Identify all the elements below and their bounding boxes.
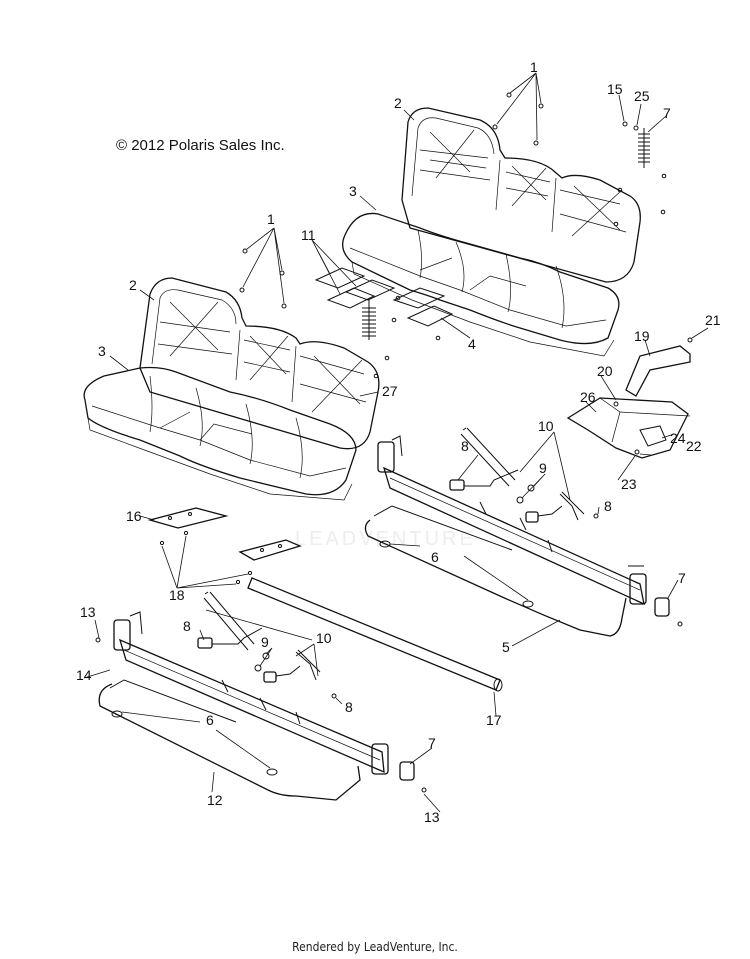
lower-seat-cushion [83,366,357,501]
velcro-pads-11 [311,239,454,327]
callout-8: 8 [345,699,353,715]
callout-1: 1 [267,211,275,227]
watermark: LEADVENTURE [295,528,476,550]
footer-credit: Rendered by LeadVenture, Inc. [292,940,458,954]
leader-3 [109,355,129,371]
callout-7: 7 [428,735,436,751]
lower-spring [362,300,376,340]
callout-10: 10 [316,630,332,646]
callout-24: 24 [670,430,686,446]
upper-seat-frame [364,435,647,637]
callout-14: 14 [76,667,92,683]
callout-13: 13 [424,809,440,825]
bracket-18-plate [159,530,302,589]
callout-12: 12 [207,792,223,808]
callout-7: 7 [663,105,671,121]
leader-14 [83,669,111,679]
belt-cover-22-26 [566,375,691,481]
callout-26: 26 [580,389,596,405]
callout-8: 8 [183,618,191,634]
callout-2: 2 [394,95,402,111]
callout-20: 20 [597,363,613,379]
callout-6: 6 [431,549,439,565]
loose-fasteners-upper [373,173,667,379]
callout-21: 21 [705,312,721,328]
callout-16: 16 [126,508,142,524]
leader-2 [139,289,155,301]
callout-25: 25 [634,88,650,104]
callout-3: 3 [349,183,357,199]
lower-seat-frame [94,611,441,813]
callout-27: 27 [382,383,398,399]
callout-18: 18 [169,587,185,603]
upper-seat-backrest [401,107,641,283]
callout-4: 4 [468,336,476,352]
upper-seat-cushion [342,212,620,357]
leader-5 [511,619,561,647]
crossbar-tube-17 [247,577,503,717]
upper-seat-screws-1 [492,72,544,146]
bracket-16 [139,507,229,529]
copyright-text: © 2012 Polaris Sales Inc. [116,137,285,154]
leader-12 [211,771,215,793]
callout-9: 9 [261,634,269,650]
leader-3-upper [359,195,377,211]
callout-11: 11 [301,227,316,243]
callout-17: 17 [486,712,502,728]
callout-19: 19 [634,328,650,344]
lower-buckles [197,591,343,705]
callout-23: 23 [621,476,637,492]
callout-6: 6 [206,712,214,728]
belt-bracket-19 [625,327,709,397]
leader-27 [359,391,379,397]
lower-seat-screws-1 [239,227,287,309]
upper-buckles [449,427,683,627]
leader-2-upper [403,109,415,121]
callout-13: 13 [80,604,96,620]
callout-7: 7 [678,570,686,586]
callout-1: 1 [530,59,538,75]
callout-15: 15 [607,81,623,97]
callout-9: 9 [539,460,547,476]
leader-4 [440,317,471,339]
callout-8: 8 [604,498,612,514]
lower-seat-backrest [139,277,380,450]
upper-spring-7 [618,94,667,168]
callout-5: 5 [502,639,510,655]
callout-22: 22 [686,438,702,454]
callout-10: 10 [538,418,554,434]
callout-3: 3 [98,343,106,359]
callout-2: 2 [129,277,137,293]
callout-8: 8 [461,438,469,454]
